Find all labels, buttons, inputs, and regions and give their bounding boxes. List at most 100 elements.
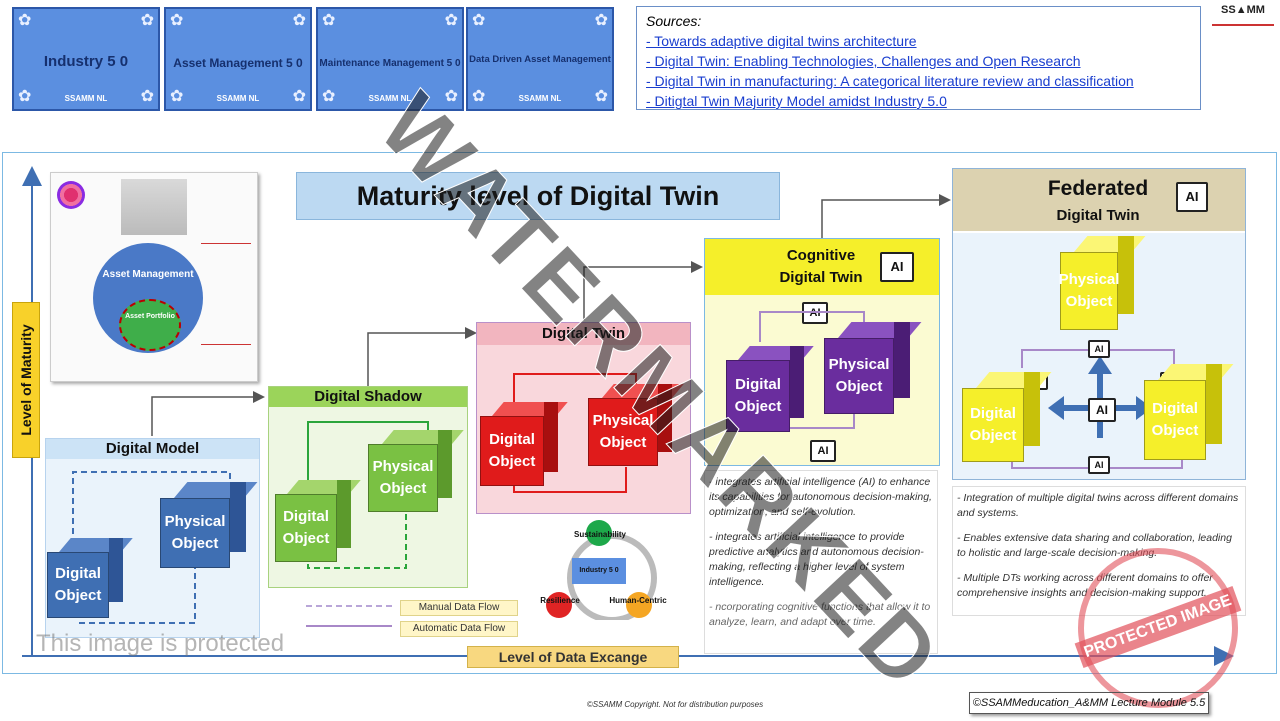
protected-stamp-text: PROTECTED IMAGE	[1074, 586, 1242, 668]
logo-icon: ✿	[140, 12, 154, 29]
logo-icon: ✿	[18, 88, 32, 105]
physical-object-cube: Physical Object	[588, 384, 688, 466]
logo-icon: ✿	[444, 12, 458, 29]
source-link-4[interactable]: - Ditigtal Twin Majurity Model amidst In…	[646, 93, 947, 109]
stage-header: Digital Model	[46, 439, 259, 459]
stage-header: Digital Shadow	[269, 387, 467, 407]
pillar-human-centric: Human-Centric	[609, 596, 667, 605]
figure-lines	[201, 243, 251, 345]
source-link-2[interactable]: - Digital Twin: Enabling Technologies, C…	[646, 53, 1081, 69]
sustainability-icon	[586, 520, 612, 546]
sources-box: Sources: - Towards adaptive digital twin…	[636, 6, 1201, 110]
banner-tile-label: Data Driven Asset Management	[469, 54, 611, 65]
digital-twin-flows	[513, 373, 637, 493]
banner-tile-data-driven: ✿ ✿ ✿ ✿ Data Driven Asset Management SSA…	[466, 7, 614, 111]
footer-module: ©SSAMMeducation_A&MM Lecture Module 5.5	[969, 692, 1209, 714]
digital-model-flows	[72, 471, 231, 624]
am-circle-label: Asset Management	[102, 269, 194, 280]
source-link-1[interactable]: - Towards adaptive digital twins archite…	[646, 33, 917, 49]
meeting-photo	[121, 179, 187, 235]
cube-label: Physical Object	[1059, 252, 1119, 330]
cube-label: Physical Object	[368, 444, 438, 512]
physical-object-cube: Physical Object	[160, 482, 260, 568]
am-inner-label: Asset Portfolio	[125, 313, 175, 320]
cube-label: Digital Object	[726, 360, 790, 432]
cognitive-description: - integrates artificial intelligence (AI…	[704, 470, 938, 654]
industry-pillars-figure: Sustainability Industry 5 0 Resilience H…	[540, 520, 680, 620]
digital-object-cube: Digital Object	[1144, 364, 1234, 460]
am-inner-circle: Asset Portfolio	[119, 299, 181, 351]
footer-copyright: ©SSAMM Copyright. Not for distribution p…	[586, 700, 764, 709]
cube-label: Physical Object	[588, 398, 658, 466]
physical-object-cube: Physical Object	[1059, 236, 1146, 330]
digital-object-cube: Digital Object	[480, 402, 574, 486]
diagram-frame	[2, 152, 1277, 674]
cube-label: Digital Object	[275, 494, 337, 562]
resilience-icon	[546, 592, 572, 618]
banner-tile-brand: SSAMM NL	[64, 94, 108, 103]
banner-tile-brand: SSAMM NL	[518, 94, 562, 103]
sources-heading: Sources:	[646, 13, 702, 29]
banner-tile-label: Asset Management 5 0	[173, 56, 303, 70]
description-item: - Integration of multiple digital twins …	[957, 492, 1239, 519]
cube-label: Physical Object	[160, 498, 230, 568]
logo-icon: ✿	[292, 12, 306, 29]
logo-icon: ✿	[170, 12, 184, 29]
y-axis-label: Level of Maturity	[12, 302, 40, 458]
digital-object-cube: Digital Object	[275, 480, 365, 562]
logo-icon: ✿	[472, 88, 486, 105]
logo-icon: ✿	[18, 12, 32, 29]
cube-label: Digital Object	[962, 388, 1024, 462]
banner-tile-brand: SSAMM NL	[368, 94, 412, 103]
ai-chip-icon: AI	[1176, 182, 1208, 212]
ssamm-logo: SS▲MM	[1212, 4, 1274, 26]
logo-icon: ✿	[292, 88, 306, 105]
banner-tile-label: Industry 5 0	[43, 53, 129, 70]
pillars-ring	[567, 533, 657, 620]
logo-icon: ✿	[322, 88, 336, 105]
cube-label: Physical Object	[824, 338, 894, 414]
description-item: - Enables extensive data sharing and col…	[957, 532, 1232, 559]
description-item: - ncorporating cognitive functions that …	[709, 601, 931, 628]
legend-manual: Manual Data Flow	[400, 600, 518, 616]
industry-center: Industry 5 0	[572, 558, 626, 584]
banner-tile-industry: ✿ ✿ ✿ ✿ Industry 5 0 SSAMM NL	[12, 7, 160, 111]
source-link-3[interactable]: - Digital Twin in manufacturing: A categ…	[646, 73, 1134, 89]
industry-center-label: Industry 5 0	[579, 567, 619, 574]
ai-chip-icon: AI	[1088, 340, 1110, 358]
cube-label: Digital Object	[47, 552, 109, 618]
banner-tile-asset-management: ✿ ✿ ✿ ✿ Asset Management 5 0 SSAMM NL	[164, 7, 312, 111]
cube-label: Digital Object	[480, 416, 544, 486]
logo-icon: ✿	[594, 88, 608, 105]
banner-tile-label: Maintenance Management 5 0	[319, 58, 461, 69]
am-circle: Asset Management Asset Portfolio	[93, 243, 203, 353]
banner-tile-maintenance-management: ✿ ✿ ✿ ✿ Maintenance Management 5 0 SSAMM…	[316, 7, 464, 111]
cube-label: Digital Object	[1144, 380, 1206, 460]
logo-icon: ✿	[472, 12, 486, 29]
protected-notice: This image is protected	[36, 630, 285, 657]
description-item: - integrates artificial intelligence (AI…	[709, 476, 932, 518]
pillar-resilience: Resilience	[540, 596, 580, 605]
diagram-title: Maturity level of Digital Twin	[296, 172, 780, 220]
logo-icon: ✿	[170, 88, 184, 105]
logo-icon: ✿	[594, 12, 608, 29]
pie-icon	[57, 181, 85, 209]
physical-object-cube: Physical Object	[368, 430, 468, 512]
stage-header-line2: Digital Twin	[1056, 207, 1140, 224]
logo-icon: ✿	[322, 12, 336, 29]
description-item: - integrates artificial intelligence to …	[709, 531, 924, 588]
stage-header: Digital Twin	[477, 323, 690, 345]
asset-management-figure: Asset Management Asset Portfolio	[50, 172, 258, 382]
legend-automatic: Automatic Data Flow	[400, 621, 518, 637]
stage-header-line2: Digital Twin	[779, 269, 863, 286]
ai-chip-icon: AI	[1088, 398, 1116, 422]
stage-header-line1: Cognitive	[786, 247, 856, 264]
digital-object-cube: Digital Object	[962, 372, 1052, 462]
y-axis-text: Level of Maturity	[18, 324, 34, 436]
banner-tile-brand: SSAMM NL	[216, 94, 260, 103]
logo-icon: ✿	[140, 88, 154, 105]
legend-lines	[306, 605, 392, 627]
ai-chip-icon: AI	[810, 440, 836, 462]
ai-chip-icon: AI	[1088, 456, 1110, 474]
physical-object-cube: Physical Object	[824, 322, 924, 414]
